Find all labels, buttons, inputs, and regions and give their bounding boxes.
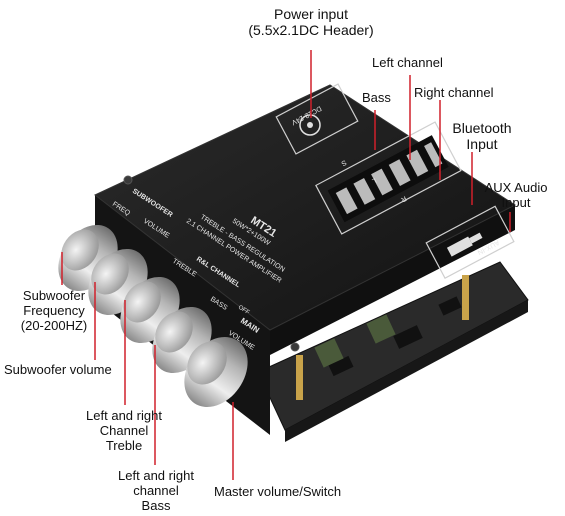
bass-line2: channel [133, 483, 179, 498]
speaker-terminal-block [315, 121, 462, 235]
aux-line2: Input [501, 195, 531, 210]
print-terminal-s: S [340, 158, 348, 167]
label-left-channel: Left channel [372, 55, 443, 70]
print-terminal-r: R [400, 194, 408, 203]
label-subwoofer-volume: Subwoofer volume [4, 362, 112, 377]
label-bass: Bass [362, 90, 391, 105]
sub-freq-line2: Frequency [23, 303, 85, 318]
sub-freq-line3: (20-200HZ) [20, 318, 88, 333]
callout-lines [61, 50, 511, 480]
knob-master-volume[interactable] [171, 325, 260, 419]
standoff [296, 355, 303, 400]
power-jack-icon [299, 114, 321, 136]
aux-in-panel [425, 205, 515, 280]
pcb-chip [393, 325, 423, 349]
label-master-volume: Master volume/Switch [214, 484, 342, 499]
case-right [270, 205, 515, 355]
print-terminal-l: L [371, 176, 378, 184]
sub-freq-line1: Subwoofer [22, 288, 86, 303]
pcb-chip [438, 296, 462, 316]
label-power-input: Power input (5.5x2.1DC Header) [246, 6, 376, 38]
treble-line2: Channel [99, 423, 149, 438]
label-subwoofer-frequency: Subwoofer Frequency (20-200HZ) [4, 288, 104, 333]
dc-in-panel [275, 83, 359, 155]
power-input-line2: (5.5x2.1DC Header) [248, 22, 374, 38]
label-lr-bass: Left and right channel Bass [104, 468, 208, 513]
treble-line3: Treble [105, 438, 143, 453]
bluetooth-line1: Bluetooth [452, 120, 512, 136]
screw [290, 342, 300, 352]
bluetooth-line2: Input [466, 136, 498, 152]
bass-line3: Bass [141, 498, 171, 513]
label-bluetooth-input: Bluetooth Input [442, 120, 522, 152]
label-aux-audio-input: AUX Audio Input [480, 180, 552, 210]
pcb-edge [285, 300, 528, 442]
pcb-chip [328, 355, 354, 377]
treble-line1: Left and right [86, 408, 162, 423]
bass-line1: Left and right [118, 468, 194, 483]
print-off: OFF [237, 305, 251, 317]
inductor [366, 314, 396, 344]
aux-line1: AUX Audio [484, 180, 548, 195]
power-input-line1: Power input [274, 6, 348, 22]
inductor [314, 338, 344, 368]
standoff [462, 275, 469, 320]
screw [123, 175, 133, 185]
power-jack-pin [307, 122, 313, 128]
label-right-channel: Right channel [414, 85, 494, 100]
label-lr-treble: Left and right Channel Treble [72, 408, 176, 453]
